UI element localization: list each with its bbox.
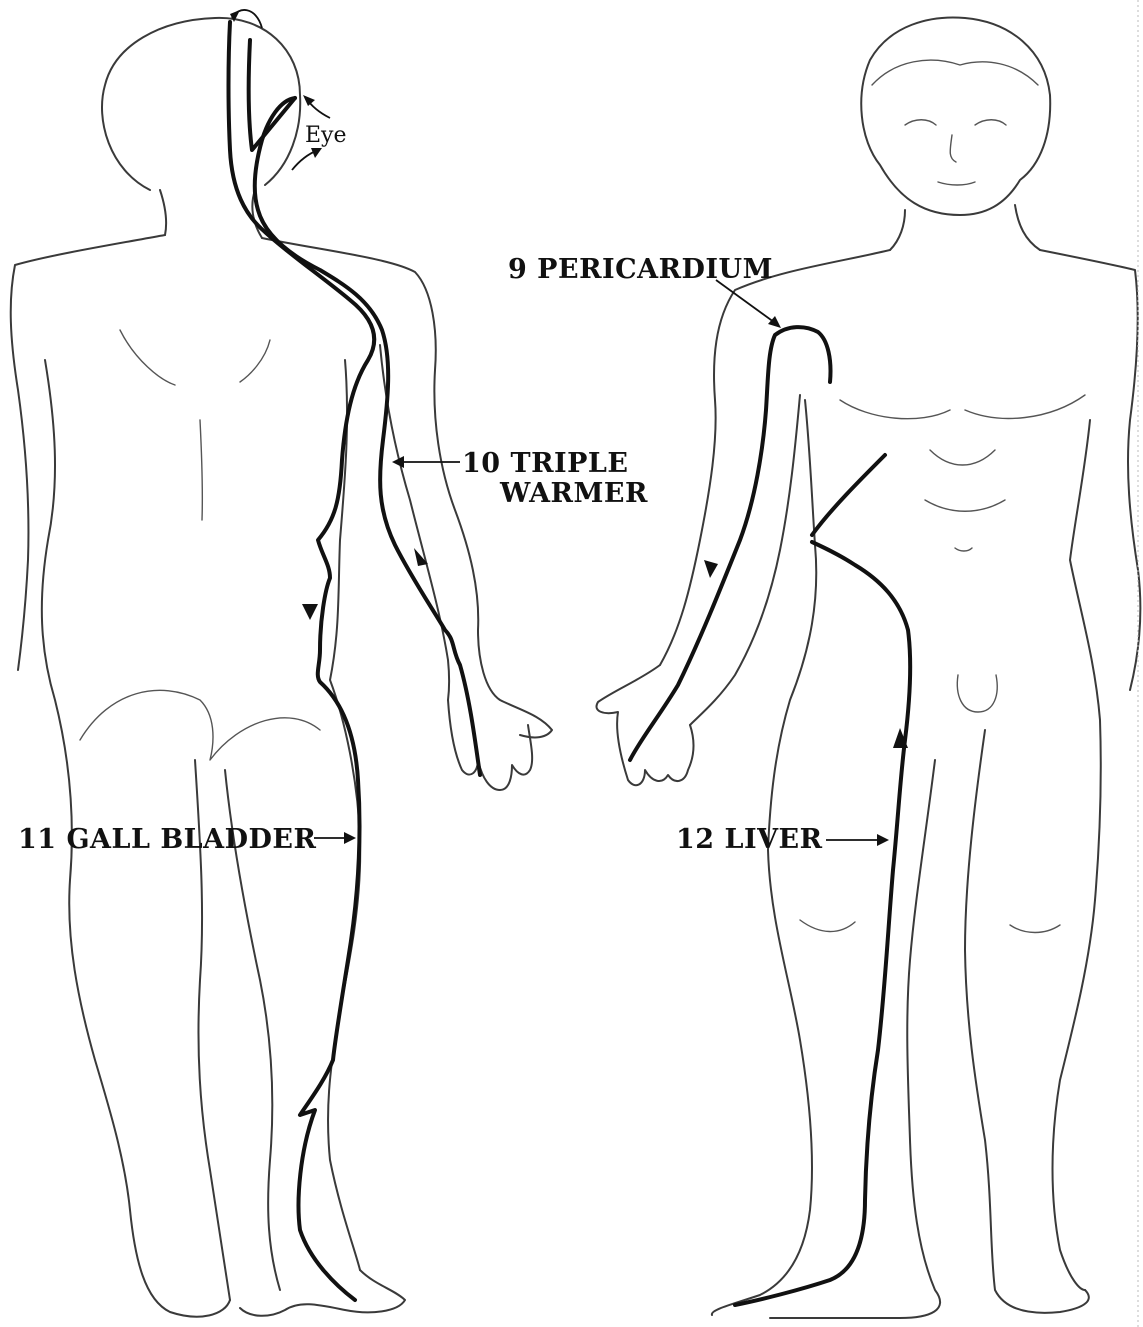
back-right-hand <box>448 700 532 790</box>
gall-bladder-label: 11 GALL BLADDER <box>18 824 317 855</box>
pericardium-pointer <box>716 280 778 325</box>
pericardium-label: 9 PERICARDIUM <box>508 254 773 285</box>
triple-warmer-meridian <box>255 98 480 775</box>
front-leg-right-outer <box>1053 900 1096 1290</box>
triple-warmer-label-line1: 10 TRIPLE <box>462 448 629 479</box>
front-left-shoulder <box>660 250 890 665</box>
back-left-arm-outline <box>11 235 165 670</box>
label-pointers <box>314 280 889 846</box>
liver-pointer-head <box>877 834 889 846</box>
eye-pointer-upper-head <box>303 95 315 106</box>
eye-label: Eye <box>305 123 347 148</box>
back-view-figure <box>11 18 552 1317</box>
liver-label: 12 LIVER <box>676 824 823 855</box>
pericardium-pointer-head <box>768 316 781 328</box>
front-right-shoulder <box>1040 250 1140 690</box>
front-knees <box>800 920 1060 933</box>
front-leg-left-outer <box>712 850 812 1315</box>
front-hair <box>872 60 1038 85</box>
front-left-forearm-inner <box>690 395 800 725</box>
front-torso-right <box>1070 420 1101 900</box>
back-shoulder-blade-left <box>120 330 175 385</box>
pericardium-meridian <box>630 327 831 760</box>
front-nose-mouth <box>938 135 975 185</box>
front-leg-right-inner <box>965 730 1089 1313</box>
triple-warmer-arrow-up <box>414 548 428 566</box>
front-neck <box>890 205 1040 250</box>
front-chest <box>840 395 1085 419</box>
triple-warmer-label-line2: WARMER <box>499 478 648 509</box>
gall-bladder-arrow-down <box>302 604 318 620</box>
back-right-torso <box>328 360 360 1270</box>
front-genital-outline <box>957 675 997 712</box>
pericardium-arrow-down <box>704 560 718 578</box>
gall-bladder-eye-branch <box>249 40 295 150</box>
front-eyes <box>905 120 1006 125</box>
liver-chest-branch <box>812 455 885 535</box>
liver-meridian <box>735 542 910 1305</box>
back-right-forearm-inner <box>380 345 449 700</box>
direction-arrows <box>230 10 908 748</box>
gall-bladder-pointer-head <box>344 832 356 844</box>
gall-bladder-meridian <box>229 22 375 1300</box>
back-shoulder-blade-right <box>240 340 270 382</box>
back-buttocks <box>80 690 320 760</box>
front-abdomen <box>925 450 1005 551</box>
back-head-outline <box>102 18 300 190</box>
back-right-leg-outer <box>240 1270 405 1316</box>
back-spine <box>200 420 202 520</box>
